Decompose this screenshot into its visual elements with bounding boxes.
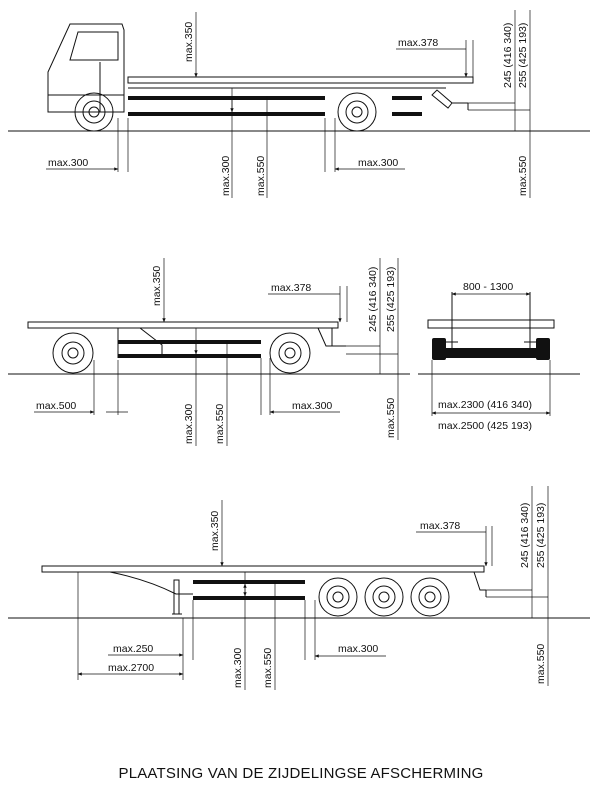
semitrailer-wheel-2 (364, 577, 404, 617)
rear-max2500-label: max.2500 (425 193) (438, 420, 532, 432)
rear-max2300-label: max.2300 (416 340) (438, 399, 532, 411)
semitrailer-wheel-3 (410, 577, 450, 617)
semitrailer-gooseneck (109, 571, 193, 595)
trailer-max500-label: max.500 (36, 400, 76, 412)
semitrailer-deck (41, 565, 485, 573)
truck-max378-label: max.378 (398, 37, 438, 49)
semitrailer-dim245-label: 245 (416 340) (519, 503, 531, 568)
diagram-caption: PLAATSING VAN DE ZIJDELINGSE AFSCHERMING (118, 765, 483, 782)
truck-dim245-label: 245 (416 340) (502, 23, 514, 88)
semitrailer-max300-mid-label: max.300 (232, 648, 244, 688)
semitrailer-max550-right-label: max.550 (535, 644, 547, 684)
trailer-dim255-label: 255 (425 193) (385, 267, 397, 332)
semitrailer-dim255-label: 255 (425 193) (535, 503, 547, 568)
rear-underrun (431, 89, 453, 109)
trailer-front-wheel (52, 332, 94, 374)
semitrailer-guard-lower-rail (193, 596, 305, 600)
rear-width-range-label: 800 - 1300 (463, 281, 513, 293)
trailer-max300-right-label: max.300 (292, 400, 332, 412)
trailer-deck (27, 321, 339, 329)
trailer-guard-upper-rail (118, 340, 261, 344)
semitrailer-figure: max.350 max.300 max.550 max.250 max.2700… (8, 486, 590, 690)
truck-max300-mid-label: max.300 (220, 156, 232, 196)
trailer-max550-right-label: max.550 (385, 398, 397, 438)
trailer-guard-lower-rail (118, 354, 261, 358)
rear-view-figure: 800 - 1300 max.2300 (416 340) max.2500 (… (418, 281, 580, 432)
rear-axle (438, 348, 544, 358)
trailer-max350-label: max.350 (151, 266, 163, 306)
trailer-dim245-label: 245 (416 340) (367, 267, 379, 332)
rear-right-tyre (536, 338, 550, 360)
truck-max300-right-label: max.300 (358, 157, 398, 169)
truck-max300-left-label: max.300 (48, 157, 88, 169)
truck-max550-right-label: max.550 (517, 156, 529, 196)
trailer-figure: max.350 max.300 max.550 max.500 max.300 … (8, 258, 410, 446)
semitrailer-max300-right-label: max.300 (338, 643, 378, 655)
semitrailer-max2700-label: max.2700 (108, 662, 154, 674)
rear-left-tyre (432, 338, 446, 360)
side-guard-lower-rail (128, 112, 325, 116)
trailer-max300-mid-label: max.300 (183, 404, 195, 444)
semitrailer-max550-mid-label: max.550 (262, 648, 274, 688)
semitrailer-guard-upper-rail (193, 580, 305, 584)
truck-bed (127, 76, 474, 84)
semitrailer-wheel-1 (318, 577, 358, 617)
trailer-rear-wheel (269, 332, 311, 374)
truck-dim255-label: 255 (425 193) (517, 23, 529, 88)
semitrailer-max378-label: max.378 (420, 520, 460, 532)
truck-figure: max.350 max.300 max.550 max.300 max.300 … (8, 10, 590, 198)
truck-rear-wheel (337, 92, 377, 132)
truck-cab (47, 23, 125, 113)
side-guard-upper-rail (128, 96, 325, 100)
semitrailer-max350-label: max.350 (209, 511, 221, 551)
truck-max550-mid-label: max.550 (255, 156, 267, 196)
trailer-max378-label: max.378 (271, 282, 311, 294)
landing-gear (173, 579, 180, 615)
truck-front-wheel (74, 92, 114, 132)
rear-deck (427, 319, 555, 329)
truck-max350-label: max.350 (183, 22, 195, 62)
trailer-max550-mid-label: max.550 (214, 404, 226, 444)
semitrailer-max250-label: max.250 (113, 643, 153, 655)
